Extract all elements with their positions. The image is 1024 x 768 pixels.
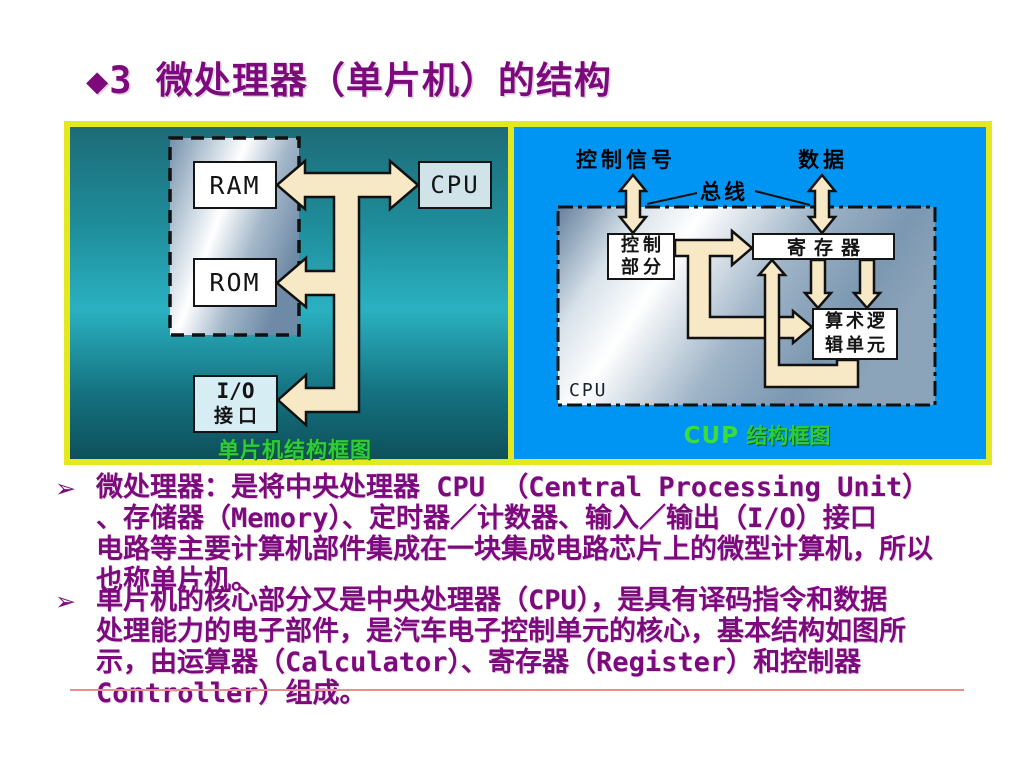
alu-to-register-feedback-arrow bbox=[756, 258, 860, 389]
cpu-arrows-graphic bbox=[556, 173, 937, 407]
bullet-2: ➢ 单片机的核心部分又是中央处理器（CPU），是具有译码指令和数据 处理能力的电… bbox=[55, 585, 906, 709]
diagram-figure: RAM ROM CPU I/O 接口 单片机结构框图 bbox=[64, 121, 992, 465]
io-label-en: I/O bbox=[216, 379, 255, 403]
bus-callout-line-right bbox=[754, 190, 811, 206]
data-label: 数据 bbox=[798, 148, 848, 172]
io-label-zh: 接口 bbox=[213, 405, 262, 427]
bullet-line: 单片机的核心部分又是中央处理器（CPU），是具有译码指令和数据 bbox=[96, 585, 888, 616]
control-signal-label: 控制信号 bbox=[576, 148, 676, 172]
alu-box: 算术逻 辑单元 bbox=[812, 308, 898, 360]
bullet-line: 示，由运算器（Calculator）、寄存器（Register）和控制器 bbox=[96, 647, 862, 678]
control-unit-line1: 控制 bbox=[621, 234, 665, 256]
register-box: 寄存器 bbox=[752, 233, 895, 260]
bullet-1-text: 微处理器：是将中央处理器 CPU （Central Processing Uni… bbox=[96, 472, 933, 596]
bullet-line: 处理能力的电子部件，是汽车电子控制单元的核心，基本结构如图所 bbox=[96, 616, 906, 647]
bullet-2-text: 单片机的核心部分又是中央处理器（CPU），是具有译码指令和数据 处理能力的电子部… bbox=[96, 585, 906, 709]
mcu-structure-panel: RAM ROM CPU I/O 接口 单片机结构框图 bbox=[70, 127, 508, 462]
cpu-box: CPU bbox=[418, 161, 492, 209]
bullet-marker: ➢ bbox=[55, 587, 76, 616]
mcu-caption: 单片机结构框图 bbox=[218, 438, 372, 462]
bullet-line: Controller）组成。 bbox=[96, 678, 367, 709]
control-unit-box: 控制 部分 bbox=[607, 233, 675, 280]
bus-arrow-shape bbox=[275, 158, 420, 428]
bus-label: 总线 bbox=[700, 180, 748, 204]
cpu-caption-zh: 结构框图 bbox=[739, 424, 831, 448]
bullet-line: 也称单片机。 bbox=[96, 565, 258, 596]
bullet-line: 、存储器（Memory）、定时器／计数器、输入／输出（I/O）接口 bbox=[96, 503, 877, 534]
cpu-caption-en: CUP bbox=[683, 423, 740, 449]
cpu-region-label: CPU bbox=[569, 380, 608, 401]
register-to-alu-arrow-2 bbox=[851, 258, 883, 310]
rom-box: ROM bbox=[193, 258, 277, 307]
bus-callout-line-left bbox=[646, 192, 698, 205]
alu-line1: 算术逻 bbox=[825, 311, 888, 332]
page-title: ◆3 微处理器（单片机）的结构 bbox=[86, 59, 612, 102]
divider-line bbox=[70, 689, 964, 691]
alu-line2: 辑单元 bbox=[825, 335, 888, 356]
cpu-structure-panel: 控制信号 数据 总线 CPU 控制 部分 寄存器 算术逻 辑单元 CUP 结构框… bbox=[514, 127, 986, 459]
control-to-register-alu-arrow bbox=[673, 228, 814, 346]
bullet-1: ➢ 微处理器：是将中央处理器 CPU （Central Processing U… bbox=[55, 472, 933, 596]
cpu-caption: CUP 结构框图 bbox=[652, 420, 862, 450]
io-port-box: I/O 接口 bbox=[193, 375, 278, 433]
bullet-line: 微处理器：是将中央处理器 CPU （Central Processing Uni… bbox=[96, 472, 930, 503]
bullet-marker: ➢ bbox=[55, 474, 76, 503]
bullet-line: 电路等主要计算机部件集成在一块集成电路芯片上的微型计算机，所以 bbox=[96, 534, 933, 565]
ram-box: RAM bbox=[193, 161, 277, 209]
control-unit-line2: 部分 bbox=[621, 256, 665, 278]
register-to-alu-arrow-1 bbox=[802, 258, 834, 310]
